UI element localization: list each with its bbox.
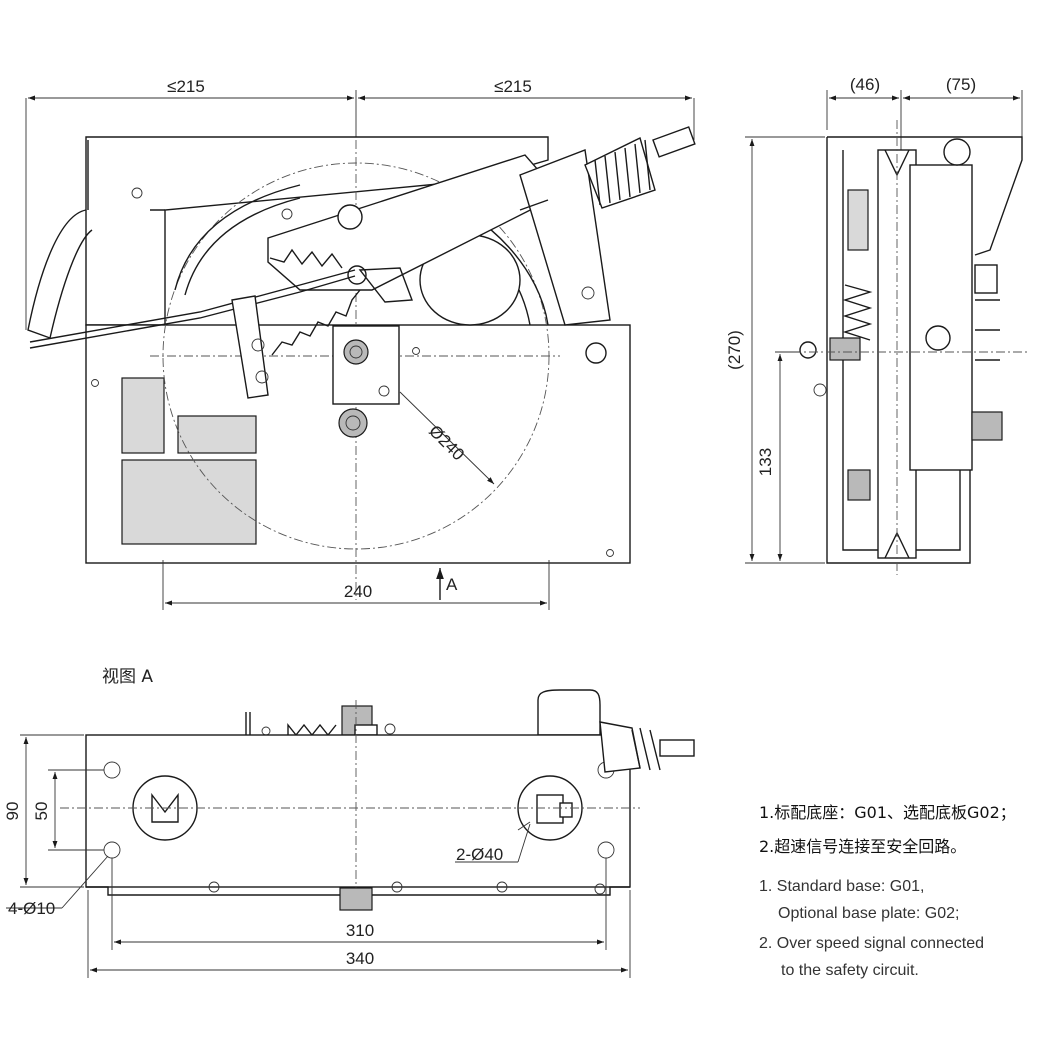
dim-sheave-span: 240 xyxy=(344,582,372,601)
note-en-2: Optional base plate: G02; xyxy=(778,905,959,922)
view-arrow-label: A xyxy=(446,575,458,594)
dim-depth-back: (75) xyxy=(946,75,976,94)
note-en-3: 2. Over speed signal connected xyxy=(759,935,984,952)
side-spring xyxy=(799,189,873,501)
dim-slot-holes: 2-Ø40 xyxy=(456,845,503,864)
front-view: ≤215 ≤215 xyxy=(25,77,696,610)
dim-hole-pitch: 50 xyxy=(32,802,51,821)
label-plate-1 xyxy=(121,377,165,454)
compression-spring xyxy=(584,126,696,209)
label-plate-2 xyxy=(177,415,257,454)
cable-bracket xyxy=(29,269,356,399)
dim-total-length: 340 xyxy=(346,949,374,968)
label-plate-3 xyxy=(121,459,257,545)
dim-left-width: ≤215 xyxy=(167,77,205,96)
note-en-1: 1. Standard base: G01, xyxy=(759,878,924,895)
side-view: (46) (75) (270) xyxy=(725,75,1030,575)
dim-mount-holes: 4-Ø10 xyxy=(8,899,55,918)
view-a-title: 视图 A xyxy=(102,667,153,687)
centre-block xyxy=(332,325,400,438)
note-en-4: to the safety circuit. xyxy=(781,962,919,979)
tension-spring xyxy=(269,248,413,356)
dim-total-height: 90 xyxy=(3,802,22,821)
note-cn-2: 2.超速信号连接至安全回路。 xyxy=(759,837,966,856)
dim-depth-front: (46) xyxy=(850,75,880,94)
trip-lever xyxy=(267,149,611,326)
dim-hole-span: 310 xyxy=(346,921,374,940)
view-a: 视图 A xyxy=(3,667,695,978)
dim-axis-height: 133 xyxy=(756,448,775,476)
note-cn-1: 1.标配底座：G01、选配底板G02； xyxy=(759,803,1016,822)
notes: 1.标配底座：G01、选配底板G02； 2.超速信号连接至安全回路。 1. St… xyxy=(759,803,1016,979)
dim-total-height-side: (270) xyxy=(725,330,744,370)
dim-top-width xyxy=(25,90,695,330)
dim-right-width: ≤215 xyxy=(494,77,532,96)
